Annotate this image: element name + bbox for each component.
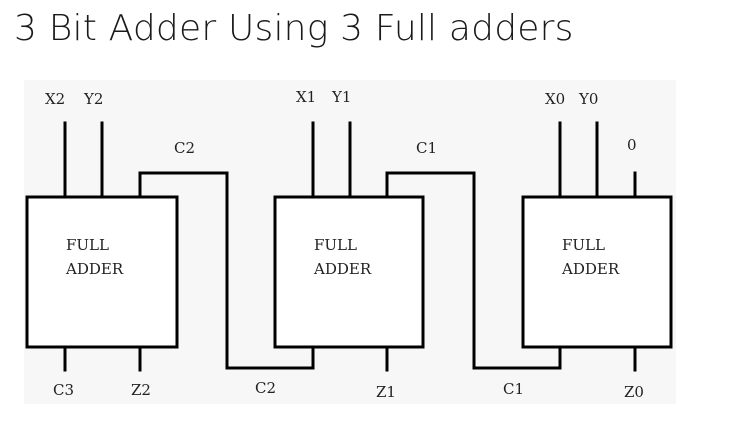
input-y1-label: Y1 bbox=[331, 88, 351, 106]
carry-c1-wire bbox=[385, 171, 562, 370]
sum-z0-label: Z0 bbox=[624, 383, 644, 401]
full-adder-0-box bbox=[521, 195, 673, 349]
input-x0-label: X0 bbox=[545, 90, 565, 108]
page-title: 3 Bit Adder Using 3 Full adders bbox=[14, 8, 574, 49]
carry-c1-bottom-label: C1 bbox=[503, 380, 524, 398]
adder-2-label-line2: ADDER bbox=[65, 260, 124, 278]
adder-1-label-line2: ADDER bbox=[313, 260, 372, 278]
full-adder-2-box bbox=[25, 195, 179, 349]
adder-0-label-line2: ADDER bbox=[561, 260, 620, 278]
sum-z2-label: Z2 bbox=[131, 381, 151, 399]
adder-0-label-line1: FULL bbox=[562, 236, 605, 254]
carry-c1-top-label: C1 bbox=[416, 139, 437, 157]
carry-c2-top-label: C2 bbox=[174, 139, 195, 157]
full-adder-1-box bbox=[273, 195, 425, 349]
input-y0-label: Y0 bbox=[578, 90, 598, 108]
input-y2-label: Y2 bbox=[83, 90, 103, 108]
carry-in-zero-label: 0 bbox=[627, 136, 637, 154]
carry-c2-wire bbox=[138, 171, 315, 370]
input-x1-label: X1 bbox=[296, 88, 316, 106]
input-x2-label: X2 bbox=[45, 90, 65, 108]
sum-z1-label: Z1 bbox=[376, 383, 396, 401]
adder-2-label-line1: FULL bbox=[66, 236, 109, 254]
carry-c2-bottom-label: C2 bbox=[255, 379, 276, 397]
carry-out-c3-label: C3 bbox=[53, 381, 74, 399]
adder-1-label-line1: FULL bbox=[314, 236, 357, 254]
